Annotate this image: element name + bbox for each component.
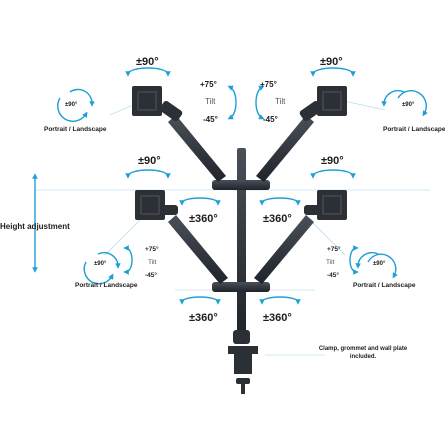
tilt-down-label-top-left: -45°	[203, 115, 218, 124]
portrait-landscape-label-top-left: Portrait / Landscape	[44, 126, 107, 133]
swivel-label-upper-left: ±360°	[189, 213, 218, 225]
tilt-word-label-top-left: Tilt	[205, 97, 216, 106]
portrait-rotation-label-lower-right: ±90°	[373, 261, 386, 267]
tilt-word-label-top-right: Tilt	[275, 97, 286, 106]
tilt-down-label-top-right: -45°	[263, 115, 278, 124]
tilt-up-label-lower-left: +75°	[145, 246, 159, 253]
rotation-label-mid-right: ±90°	[321, 155, 344, 167]
swivel-label-lower-left: ±360°	[189, 312, 218, 324]
tilt-down-label-lower-left: -45°	[145, 272, 157, 279]
tilt-up-label-top-left: +75°	[200, 80, 217, 89]
tilt-up-label-lower-right: +75°	[327, 246, 341, 253]
upper-right-arm	[256, 86, 347, 182]
portrait-rotation-label-lower-left: ±90°	[94, 261, 107, 267]
lower-left-arm	[135, 190, 228, 284]
rotation-label-top-left: ±90°	[136, 56, 159, 68]
guide-lines	[35, 97, 430, 356]
tilt-up-label-top-right: +75°	[260, 80, 277, 89]
portrait-landscape-label-lower-left: Portrait / Landscape	[75, 282, 138, 289]
portrait-landscape-arrows	[57, 88, 428, 285]
height-adjustment-label: Height adjustment	[0, 222, 70, 231]
portrait-rotation-label-top-left: ±90°	[65, 102, 78, 108]
rotation-label-top-right: ±90°	[320, 56, 343, 68]
bottom-collar	[212, 282, 270, 292]
rotation-label-mid-left: ±90°	[138, 155, 161, 167]
portrait-landscape-label-lower-right: Portrait / Landscape	[353, 282, 416, 289]
portrait-landscape-label-top-right: Portrait / Landscape	[383, 126, 445, 133]
swivel-label-lower-right: ±360°	[263, 312, 292, 324]
clamp-note: Clamp, grommet and wall plate included.	[318, 346, 408, 360]
upper-left-arm	[132, 86, 226, 182]
swivel-label-upper-right: ±360°	[263, 213, 292, 225]
lower-right-arm	[254, 190, 347, 284]
rotation-arrows	[125, 67, 356, 179]
tilt-arrows	[123, 85, 359, 275]
tilt-word-label-lower-left: Tilt	[148, 259, 157, 266]
tilt-down-label-lower-right: -45°	[327, 272, 339, 279]
top-collar	[212, 180, 270, 190]
tilt-word-label-lower-right: Tilt	[326, 259, 335, 266]
swivel-arrows	[179, 197, 301, 305]
portrait-rotation-label-top-right: ±90°	[402, 102, 415, 108]
